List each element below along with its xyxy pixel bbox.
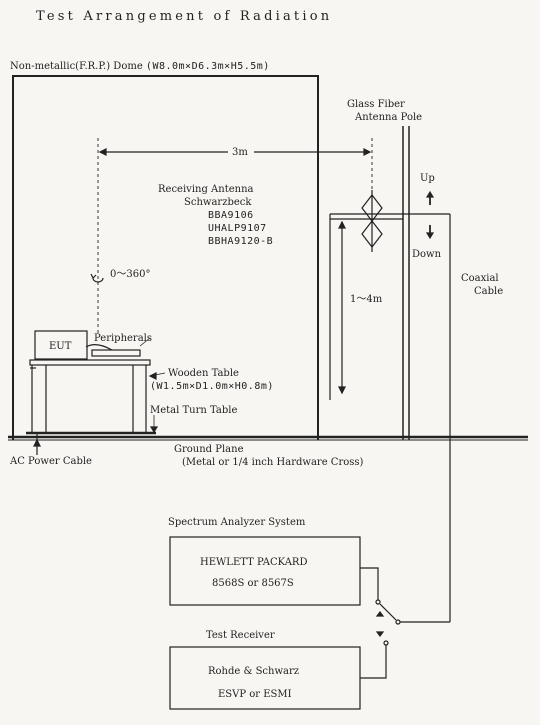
- switch-arrow-down: [375, 631, 385, 637]
- switch-blade: [379, 603, 397, 621]
- switch-contact-1: [375, 599, 381, 605]
- rotation-arrow: [92, 277, 104, 283]
- antenna-label-line3: BBA9106: [208, 210, 254, 221]
- antenna-label-line2: Schwarzbeck: [184, 197, 252, 208]
- receiver-line2: ESVP or ESMI: [218, 689, 292, 700]
- turn-table-arrowhead: [149, 426, 159, 434]
- antenna-label-line1: Receiving Antenna: [158, 184, 254, 195]
- dome-name: Non-metallic(F.R.P.) Dome: [10, 61, 143, 72]
- rotation-label: 0～360°: [110, 269, 151, 280]
- up-arrow-head: [425, 190, 435, 198]
- receiver-line1: Rohde & Schwarz: [208, 666, 300, 677]
- distance-arrow-right: [363, 148, 372, 156]
- wooden-table-arrowhead: [148, 372, 157, 380]
- switch-contact-2: [383, 640, 389, 646]
- antenna-label-line5: BBHA9120-B: [208, 236, 274, 247]
- ground-plane-label: Ground Plane: [174, 444, 244, 455]
- spectrum-link: [360, 567, 379, 600]
- down-arrow-head: [425, 232, 435, 240]
- pole-label-line2: Antenna Pole: [355, 112, 423, 123]
- height-arrow-top: [338, 220, 346, 229]
- coaxial-label-line1: Coaxial: [461, 273, 499, 284]
- height-label: 1～4m: [350, 294, 383, 305]
- diagram-title: Test Arrangement of Radiation: [36, 9, 333, 24]
- up-label: Up: [420, 173, 435, 184]
- eut-box: [34, 330, 88, 360]
- dome-dims: (W8.0m×D6.3m×H5.5m): [145, 61, 270, 72]
- spectrum-analyzer-box: [169, 536, 361, 606]
- peripherals-pointer: [139, 337, 151, 347]
- spectrum-heading: Spectrum Analyzer System: [168, 517, 306, 528]
- wooden-table-label: Wooden Table: [168, 368, 239, 379]
- rotation-arrow-head: [90, 273, 97, 279]
- ac-power-label: AC Power Cable: [10, 456, 92, 467]
- receiver-link: [360, 645, 387, 679]
- down-label: Down: [412, 249, 442, 260]
- distance-arrow-left: [98, 148, 107, 156]
- distance-label: 3m: [232, 147, 248, 158]
- spectrum-line1: HEWLETT PACKARD: [200, 557, 308, 568]
- peripherals-label: Peripherals: [94, 333, 153, 344]
- dome-label: Non-metallic(F.R.P.) Dome (W8.0m×D6.3m×H…: [10, 60, 270, 73]
- ground-plane-note: (Metal or 1/4 inch Hardware Cross): [182, 457, 364, 468]
- switch-arrow-up: [375, 611, 385, 617]
- peripheral-cable: [85, 344, 113, 351]
- eut-label: EUT: [49, 341, 72, 352]
- switch-common: [395, 619, 401, 625]
- spectrum-line2: 8568S or 8567S: [212, 578, 294, 589]
- antenna-label-line4: UHALP9107: [208, 223, 267, 234]
- ac-power-arrow: [33, 438, 41, 447]
- height-arrow-bottom: [338, 386, 346, 395]
- wooden-table-top: [29, 359, 151, 366]
- coaxial-label-line2: Cable: [474, 286, 504, 297]
- dome-outline: [12, 75, 319, 440]
- receiver-heading: Test Receiver: [206, 630, 275, 641]
- wooden-table-dims: (W1.5m×D1.0m×H0.8m): [150, 381, 274, 392]
- pole-label-line1: Glass Fiber: [347, 99, 405, 110]
- peripheral-device: [91, 349, 141, 357]
- turn-table-label: Metal Turn Table: [150, 405, 238, 416]
